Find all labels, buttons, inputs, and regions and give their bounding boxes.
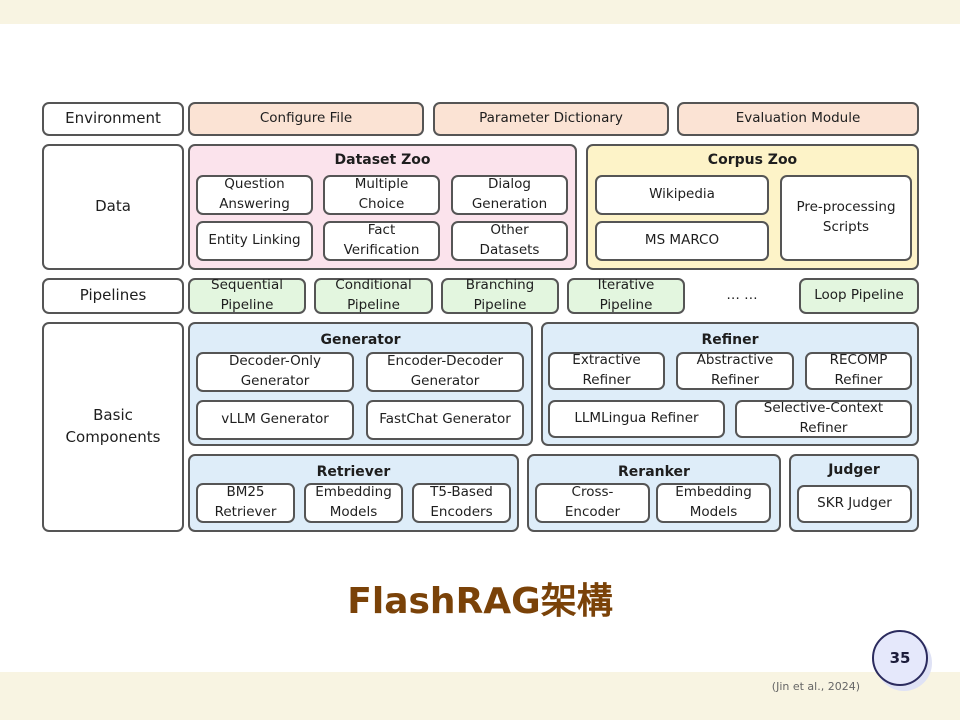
generator-item: Encoder-Decoder Generator — [366, 352, 524, 392]
corpus-zoo-title: Corpus Zoo — [707, 152, 798, 168]
row-label-basic-components: Basic Components — [42, 322, 184, 532]
pipeline-item: Iterative Pipeline — [567, 277, 685, 314]
refiner-item: RECOMP Refiner — [805, 352, 912, 390]
generator-item: Decoder-Only Generator — [196, 352, 354, 392]
dataset-item: Multiple Choice — [323, 175, 440, 215]
refiner-item: Abstractive Refiner — [676, 352, 794, 390]
reranker-item: Embedding Models — [656, 483, 771, 523]
refiner-item: LLMLingua Refiner — [548, 400, 725, 438]
corpus-item: MS MARCO — [595, 221, 769, 261]
pipeline-item: Branching Pipeline — [441, 277, 559, 314]
dataset-item: Question Answering — [196, 175, 313, 215]
generator-title: Generator — [320, 332, 401, 348]
pipeline-item: Sequential Pipeline — [188, 277, 306, 314]
slide-title: FlashRAG架構 — [347, 581, 613, 622]
evaluation-module-box: Evaluation Module — [677, 102, 919, 136]
row-label-pipelines: Pipelines — [42, 278, 184, 314]
configure-file-box: Configure File — [188, 102, 424, 136]
dataset-item: Entity Linking — [196, 221, 313, 261]
refiner-title: Refiner — [701, 332, 759, 348]
parameter-dictionary-box: Parameter Dictionary — [433, 102, 669, 136]
corpus-item: Pre-processing Scripts — [780, 175, 912, 261]
retriever-item: T5-Based Encoders — [412, 483, 511, 523]
retriever-title: Retriever — [316, 464, 391, 480]
top-band — [0, 0, 960, 24]
pipeline-item: Loop Pipeline — [799, 278, 919, 314]
dataset-zoo-title: Dataset Zoo — [334, 152, 431, 168]
generator-item: FastChat Generator — [366, 400, 524, 440]
judger-title: Judger — [828, 462, 880, 478]
corpus-item: Wikipedia — [595, 175, 769, 215]
row-label-data: Data — [42, 144, 184, 270]
pipeline-item: Conditional Pipeline — [314, 277, 433, 314]
reranker-title: Reranker — [618, 464, 690, 480]
judger-item: SKR Judger — [797, 485, 912, 523]
dataset-item: Other Datasets — [451, 221, 568, 261]
page-number-badge: 35 — [872, 630, 928, 686]
citation: (Jin et al., 2024) — [771, 680, 860, 693]
pipeline-ellipsis: … … — [726, 287, 758, 304]
refiner-item: Selective-Context Refiner — [735, 400, 912, 438]
reranker-item: Cross- Encoder — [535, 483, 650, 523]
retriever-item: BM25 Retriever — [196, 483, 295, 523]
dataset-item: Dialog Generation — [451, 175, 568, 215]
generator-item: vLLM Generator — [196, 400, 354, 440]
retriever-item: Embedding Models — [304, 483, 403, 523]
bottom-band — [0, 672, 960, 720]
row-label-environment: Environment — [42, 102, 184, 136]
refiner-item: Extractive Refiner — [548, 352, 665, 390]
dataset-item: Fact Verification — [323, 221, 440, 261]
